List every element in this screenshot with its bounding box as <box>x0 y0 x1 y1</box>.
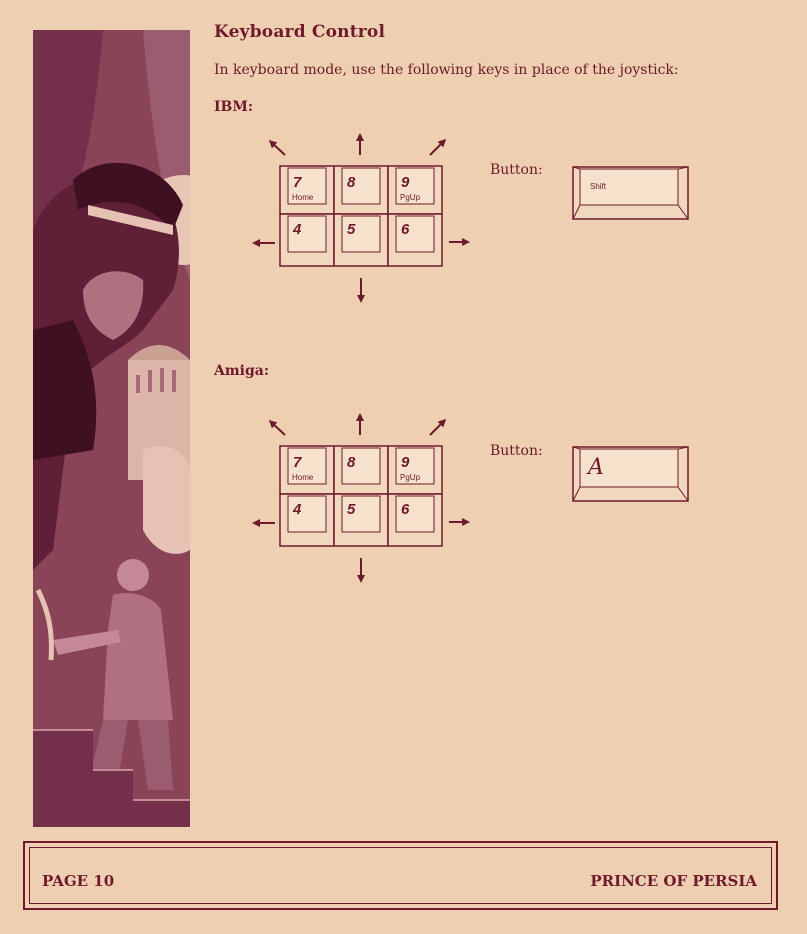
amiga-button-label: Button: <box>490 443 543 459</box>
arrow-up-right-icon <box>429 418 447 436</box>
svg-text:7: 7 <box>293 174 302 191</box>
ibm-keypad-diagram: 7 Home 8 9 PgUp 4 5 6 <box>252 133 470 303</box>
amiga-label: Amiga: <box>214 363 270 379</box>
svg-text:A: A <box>586 455 604 480</box>
svg-text:Home: Home <box>292 473 314 482</box>
key-9: 9 PgUp <box>387 165 443 215</box>
ibm-button-label: Button: <box>490 162 543 178</box>
key-4: 4 <box>279 493 335 547</box>
key-8: 8 <box>333 445 389 495</box>
key-8: 8 <box>333 165 389 215</box>
svg-text:6: 6 <box>401 501 410 518</box>
svg-text:9: 9 <box>401 174 410 191</box>
svg-text:4: 4 <box>292 221 302 238</box>
svg-text:5: 5 <box>347 501 356 518</box>
svg-text:8: 8 <box>347 174 356 191</box>
key-7: 7 Home <box>279 165 335 215</box>
svg-text:6: 6 <box>401 221 410 238</box>
ibm-shift-key: Shift <box>572 166 689 220</box>
side-illustration <box>33 30 190 827</box>
svg-text:5: 5 <box>347 221 356 238</box>
key-9: 9 PgUp <box>387 445 443 495</box>
intro-text: In keyboard mode, use the following keys… <box>214 62 679 78</box>
svg-text:PgUp: PgUp <box>400 473 421 482</box>
footer-frame: PAGE 10 PRINCE OF PERSIA <box>29 847 772 904</box>
illustration-art <box>33 30 190 827</box>
svg-text:9: 9 <box>401 454 410 471</box>
key-6: 6 <box>387 493 443 547</box>
page-footer: PAGE 10 PRINCE OF PERSIA <box>23 841 778 910</box>
amiga-a-key: A <box>572 446 689 502</box>
page-number: PAGE 10 <box>42 872 115 890</box>
key-5: 5 <box>333 213 389 267</box>
arrow-up-right-icon <box>429 138 447 156</box>
key-5: 5 <box>333 493 389 547</box>
book-title: PRINCE OF PERSIA <box>590 872 757 890</box>
svg-text:PgUp: PgUp <box>400 193 421 202</box>
amiga-keypad-diagram: 7 Home 8 9 PgUp 4 5 6 <box>252 413 470 583</box>
page-heading: Keyboard Control <box>214 22 386 42</box>
key-7: 7 Home <box>279 445 335 495</box>
arrow-up-left-icon <box>268 419 286 436</box>
arrow-up-left-icon <box>268 139 286 156</box>
svg-text:7: 7 <box>293 454 302 471</box>
key-6: 6 <box>387 213 443 267</box>
ibm-label: IBM: <box>214 99 254 115</box>
key-4: 4 <box>279 213 335 267</box>
svg-text:Shift: Shift <box>590 182 607 191</box>
svg-text:8: 8 <box>347 454 356 471</box>
svg-text:4: 4 <box>292 501 302 518</box>
svg-text:Home: Home <box>292 193 314 202</box>
